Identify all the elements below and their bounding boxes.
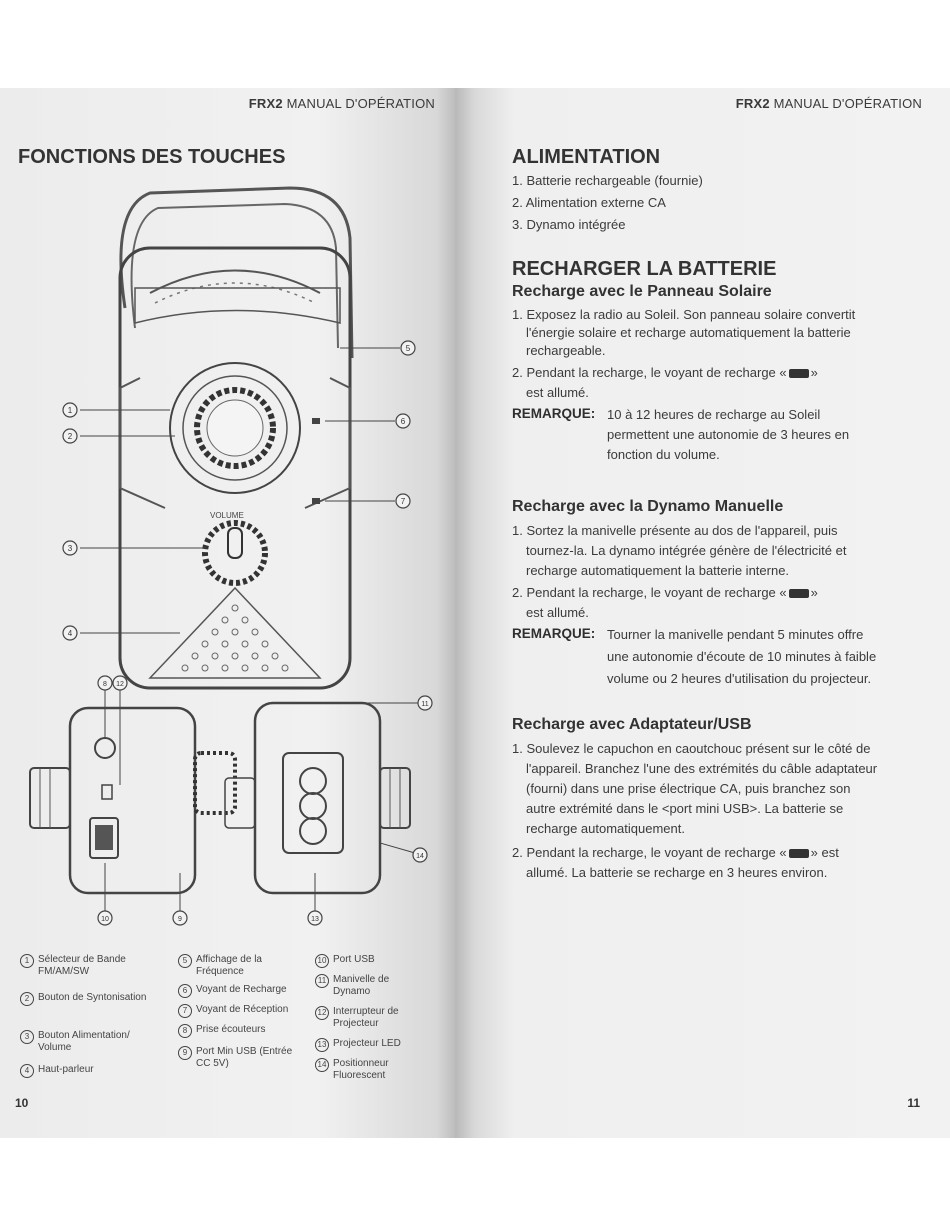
note-label: REMARQUE: (512, 406, 596, 421)
callout-12: 12 (116, 681, 124, 688)
battery-icon (788, 369, 809, 379)
callout-1: 1 (68, 406, 73, 415)
section-title-recharger: RECHARGER LA BATTERIE (512, 258, 777, 280)
callout-5: 5 (406, 344, 411, 353)
page-number: 11 (907, 1096, 920, 1110)
callout-6: 6 (401, 417, 406, 426)
running-header: FRX2 MANUAL D'OPÉRATION (736, 96, 922, 111)
paragraph-line: allumé. La batterie se recharge en 3 heu… (526, 865, 828, 880)
manual-spread: FRX2 MANUAL D'OPÉRATION FONCTIONS DES TO… (0, 88, 950, 1138)
paragraph-line: recharge automatiquement. (526, 821, 685, 836)
page-number: 10 (15, 1096, 29, 1110)
header-text: MANUAL D'OPÉRATION (773, 96, 922, 111)
callout-13: 13 (311, 916, 319, 923)
header-text: MANUAL D'OPÉRATION (286, 96, 435, 111)
section-title-alimentation: ALIMENTATION (512, 146, 661, 168)
volume-label: VOLUME (210, 511, 244, 520)
alimentation-item: 3. Dynamo intégrée (512, 217, 626, 232)
paragraph-line: est allumé. (526, 385, 589, 400)
left-page: FRX2 MANUAL D'OPÉRATION FONCTIONS DES TO… (0, 88, 455, 1138)
right-page: FRX2 MANUAL D'OPÉRATION ALIMENTATION 1. … (455, 88, 950, 1138)
callout-3: 3 (68, 544, 73, 553)
radio-front-diagram: VOLUME (62, 186, 416, 690)
paragraph-line: est allumé. (526, 605, 589, 620)
header-brand: FRX2 (735, 96, 770, 111)
callout-9: 9 (178, 916, 182, 923)
paragraph-line: 1. Exposez la radio au Soleil. Son panne… (512, 307, 856, 322)
battery-icon (788, 849, 809, 859)
note-label: REMARQUE: (512, 626, 596, 641)
callout-11: 11 (421, 701, 428, 708)
callout-10: 10 (101, 916, 109, 923)
callout-8: 8 (103, 681, 107, 688)
note-line: 10 à 12 heures de recharge au Soleil (607, 407, 821, 422)
paragraph-line: autre extrémité dans le <port mini USB>.… (526, 801, 844, 816)
note-line: une autonomie d'écoute de 10 minutes à f… (607, 649, 877, 664)
callout-4: 4 (68, 629, 73, 638)
callout-7: 7 (401, 497, 406, 506)
paragraph-line: 2. Pendant la recharge, le voyant de rec… (512, 585, 818, 600)
callout-2: 2 (68, 432, 73, 441)
subsection-title-solaire: Recharge avec le Panneau Solaire (512, 283, 772, 300)
paragraph-line: 2. Pendant la recharge, le voyant de rec… (512, 845, 839, 860)
alimentation-item: 1. Batterie rechargeable (fournie) (512, 173, 703, 188)
paragraph-line: recharge automatiquement la batterie int… (526, 563, 790, 578)
callout-14: 14 (416, 853, 424, 860)
battery-icon (788, 589, 809, 599)
paragraph-line: 2. Pendant la recharge, le voyant de rec… (512, 365, 818, 380)
page-title: FONCTIONS DES TOUCHES (18, 146, 286, 168)
paragraph-line: l'appareil. Branchez l'une des extrémité… (526, 761, 878, 776)
radio-side-diagrams: 8 12 10 9 13 11 14 (29, 675, 433, 926)
note-line: permettent une autonomie de 3 heures en (607, 427, 850, 442)
paragraph-line: l'énergie solaire et recharge automatiqu… (526, 325, 851, 340)
note-line: volume ou 2 heures d'utilisation du proj… (607, 671, 872, 686)
paragraph-line: rechargeable. (526, 343, 606, 358)
alimentation-item: 2. Alimentation externe CA (512, 195, 666, 210)
note-line: fonction du volume. (607, 447, 720, 462)
paragraph-line: 1. Sortez la manivelle présente au dos d… (512, 523, 838, 538)
note-line: Tourner la manivelle pendant 5 minutes o… (607, 627, 864, 642)
subsection-title-dynamo: Recharge avec la Dynamo Manuelle (512, 498, 784, 515)
paragraph-line: tournez-la. La dynamo intégrée génère de… (526, 543, 847, 558)
paragraph-line: 1. Soulevez le capuchon en caoutchouc pr… (512, 741, 871, 756)
header-brand: FRX2 (248, 96, 283, 111)
paragraph-line: (fourni) dans une prise électrique CA, p… (526, 781, 851, 796)
subsection-title-usb: Recharge avec Adaptateur/USB (512, 716, 752, 733)
running-header: FRX2 MANUAL D'OPÉRATION (249, 96, 435, 111)
